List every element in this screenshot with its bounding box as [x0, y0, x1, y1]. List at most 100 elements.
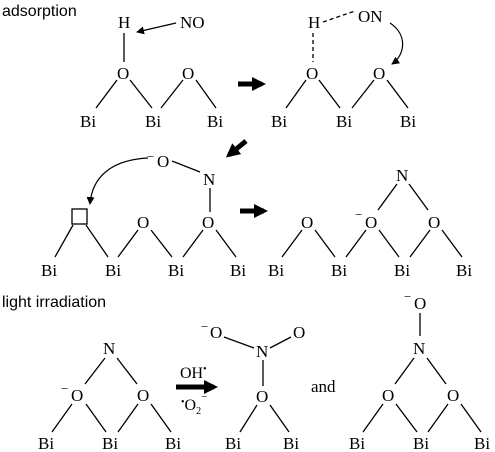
bismuth-atom: Bi — [145, 112, 161, 131]
reaction-arrow-2 — [225, 139, 248, 158]
radical-reagents: OH• •O2− — [176, 364, 218, 417]
bismuth-atom: Bi — [474, 434, 490, 452]
n-o-bond — [84, 357, 106, 385]
oxygen-atom: O — [137, 213, 149, 232]
bond — [285, 79, 307, 109]
n-o-bond — [377, 183, 398, 211]
bond — [117, 403, 139, 433]
bond — [427, 403, 449, 433]
bismuth-atom: Bi — [168, 261, 184, 280]
bismuth-atom: Bi — [38, 434, 54, 452]
bismuth-atom: Bi — [165, 434, 181, 452]
bond — [314, 229, 336, 258]
oxygen-atom: O — [157, 152, 169, 171]
bond — [160, 79, 184, 109]
o-n-bond — [171, 160, 201, 173]
row2-left-structure: − O N O O Bi Bi Bi Bi — [41, 149, 246, 280]
bismuth-atom: Bi — [283, 434, 299, 452]
negative-charge: − — [201, 319, 208, 334]
bismuth-atom: Bi — [331, 261, 347, 280]
superoxide-radical: •O2− — [181, 391, 207, 417]
bond — [362, 403, 384, 433]
bond — [95, 79, 118, 109]
oxygen-atom-1: O — [306, 64, 318, 83]
oxygen-atom: O — [202, 213, 214, 232]
row1-right-structure: H ON O O Bi Bi Bi — [271, 7, 416, 131]
bond — [129, 79, 153, 109]
bismuth-atom: Bi — [225, 434, 241, 452]
nitrogen-atom: N — [396, 166, 408, 185]
oxygen-atom: O — [365, 213, 377, 232]
bond — [51, 403, 73, 433]
oxygen-atom-2: O — [182, 64, 194, 83]
row3-right-structure: − O N O O Bi Bi Bi — [349, 289, 490, 452]
negative-charge: − — [147, 149, 154, 164]
bismuth-atom: Bi — [207, 112, 223, 131]
bond — [195, 79, 217, 109]
bond — [54, 224, 74, 258]
bismuth-atom: Bi — [336, 112, 352, 131]
oxygen-atom: O — [428, 213, 440, 232]
bond — [85, 224, 109, 258]
bismuth-atom: Bi — [349, 434, 365, 452]
n-o-bond — [408, 183, 429, 211]
row3-middle-structure: − O O N O Bi Bi — [201, 319, 305, 452]
light-irradiation-label: light irradiation — [2, 294, 106, 311]
approach-arrow — [136, 22, 177, 35]
bond — [460, 403, 482, 433]
nitrogen-atom: N — [103, 339, 115, 358]
and-connector: and — [311, 377, 336, 396]
bismuth-atom: Bi — [230, 261, 246, 280]
bismuth-atom: Bi — [102, 434, 118, 452]
bond — [85, 403, 107, 433]
row1-left-structure: H NO O O Bi Bi Bi — [80, 13, 223, 131]
bond — [386, 79, 409, 109]
bond — [150, 229, 173, 258]
bismuth-atom: Bi — [41, 261, 57, 280]
bond — [409, 229, 431, 258]
n-o-bond — [269, 336, 292, 349]
migration-arrow — [86, 157, 149, 205]
hydrogen-atom: H — [118, 13, 130, 32]
bond — [395, 403, 418, 433]
oxygen-atom: O — [256, 387, 268, 406]
bond — [215, 229, 237, 258]
oxygen-vacancy-square — [71, 208, 88, 225]
bismuth-atom: Bi — [400, 112, 416, 131]
negative-charge: − — [355, 207, 362, 222]
n-o-bond — [116, 357, 138, 385]
bond — [150, 403, 172, 433]
bismuth-atom: Bi — [80, 112, 96, 131]
oxygen-atom: O — [71, 386, 83, 405]
oxygen-atom: O — [447, 386, 459, 405]
bond — [281, 229, 303, 258]
no-molecule: NO — [180, 13, 205, 32]
row2-right-structure: N − O O O Bi Bi Bi Bi — [268, 166, 472, 280]
nitrogen-atom: N — [203, 170, 215, 189]
n-o-bond — [426, 357, 447, 385]
oxygen-atom: O — [293, 323, 305, 342]
n-o-bond — [394, 357, 415, 385]
bond — [117, 229, 139, 258]
nitrogen-atom: N — [256, 342, 268, 361]
bismuth-atom: Bi — [105, 261, 121, 280]
bond — [239, 404, 258, 433]
bismuth-atom: Bi — [271, 112, 287, 131]
hydroxyl-radical: OH• — [180, 364, 207, 382]
oxygen-atom-1: O — [117, 64, 129, 83]
bismuth-atom: Bi — [413, 434, 429, 452]
oxygen-atom-2: O — [373, 64, 385, 83]
hydrogen-atom: H — [308, 13, 320, 32]
row3-left-structure: N − O O Bi Bi Bi — [38, 339, 181, 452]
bond — [318, 79, 341, 109]
bismuth-atom: Bi — [394, 261, 410, 280]
h-on-dashed-bond — [322, 10, 356, 23]
oxygen-atom: O — [414, 294, 426, 313]
bond — [378, 229, 400, 258]
electron-shift-arrow — [389, 22, 404, 65]
bond — [182, 229, 204, 258]
bond — [441, 229, 463, 258]
oxygen-atom: O — [382, 386, 394, 405]
